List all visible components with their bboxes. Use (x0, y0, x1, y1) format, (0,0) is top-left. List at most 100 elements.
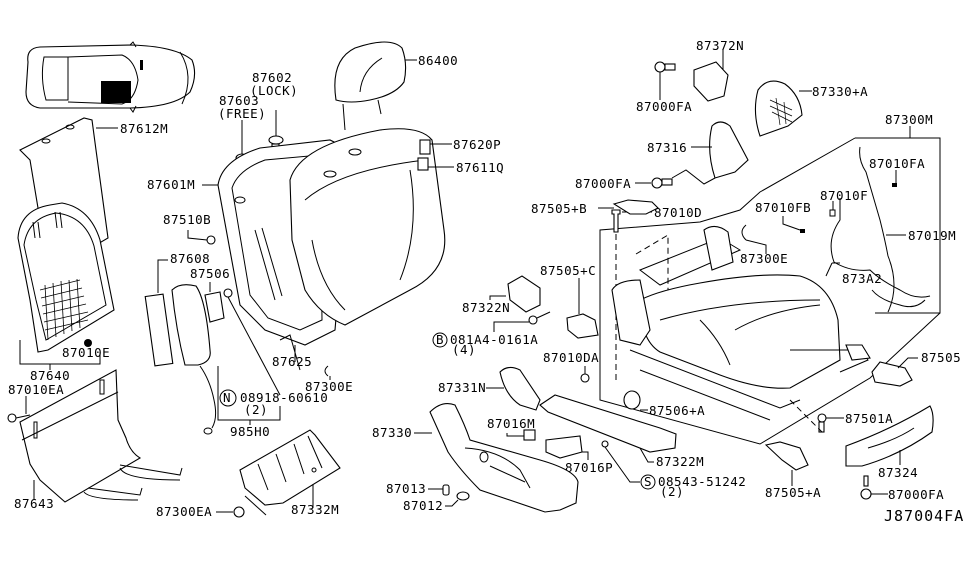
label-87330: 87330 (372, 425, 412, 440)
clip-87510B-icon (206, 235, 216, 245)
label-87643: 87643 (14, 496, 54, 511)
part-87012 (456, 491, 470, 501)
label-87322N: 87322N (462, 300, 510, 315)
clip-87010F-icon (829, 209, 836, 217)
clip-87010EA-icon (7, 413, 17, 423)
part-87640 (17, 202, 115, 353)
label-87332M: 87332M (291, 502, 339, 517)
label-87608: 87608 (170, 251, 210, 266)
bolt-081A4-icon (528, 315, 538, 325)
label-87010FB: 87010FB (755, 200, 811, 215)
part-87016M (523, 429, 536, 441)
label-87506A: 87506+A (649, 403, 705, 418)
part-87316 (709, 121, 749, 179)
label-87010F: 87010F (820, 188, 868, 203)
part-985H0-airbag (171, 284, 211, 366)
clip-87010E-icon (84, 339, 92, 347)
label-87012: 87012 (403, 498, 443, 513)
label-87505A: 87505+A (765, 485, 821, 500)
label-081A4-prefix: B (436, 332, 444, 347)
part-seatback-cushion (289, 128, 446, 326)
label-08918-60610: 08918-60610 (240, 390, 328, 405)
part-87643 (19, 369, 183, 503)
nut-symbol-icon (219, 389, 237, 407)
label-87640: 87640 (30, 368, 70, 383)
part-87322M (539, 394, 677, 453)
label-87372N: 87372N (696, 38, 744, 53)
part-87322N (507, 275, 541, 313)
label-87010EA: 87010EA (8, 382, 64, 397)
part-87372N (693, 61, 729, 102)
part-87611Q (417, 157, 429, 171)
harness-87019M (859, 146, 895, 313)
part-87505C (566, 313, 599, 339)
screw-08543-icon (601, 440, 609, 448)
clip-87300E-right-icon (741, 224, 747, 241)
label-87506: 87506 (190, 266, 230, 281)
label-081A4-qty: (4) (452, 342, 476, 357)
part-87506A (623, 390, 641, 410)
label-87316: 87316 (647, 140, 687, 155)
label-87016P: 87016P (565, 460, 613, 475)
label-87300EA: 87300EA (156, 504, 212, 519)
label-87000FA-mid: 87000FA (575, 176, 631, 191)
label-87602-note: (LOCK) (250, 83, 298, 98)
part-87010D (611, 209, 621, 233)
clip-87010DA-icon (580, 373, 590, 383)
label-87324: 87324 (878, 465, 918, 480)
part-87013 (442, 484, 450, 496)
label-86400: 86400 (418, 53, 458, 68)
label-87300E-left: 87300E (305, 379, 353, 394)
label-87501A: 87501A (845, 411, 893, 426)
label-081A4-0161A: 081A4-0161A (450, 332, 538, 347)
clip-87300EA-icon (233, 506, 245, 518)
label-87611Q: 87611Q (456, 160, 504, 175)
label-87603-note: (FREE) (218, 106, 266, 121)
part-87608 (144, 293, 174, 367)
part-87505B (612, 199, 659, 215)
label-87013: 87013 (386, 481, 426, 496)
label-08543-qty: (2) (660, 484, 684, 499)
label-87010E: 87010E (62, 345, 110, 360)
part-87330 (429, 403, 579, 513)
vehicle-locator-icon (25, 41, 196, 113)
label-873A2: 873A2 (842, 271, 882, 286)
part-87000FA-mid (651, 177, 663, 189)
nut-08918-icon (223, 288, 233, 298)
part-87620P (419, 139, 431, 155)
label-87322M: 87322M (656, 454, 704, 469)
bracket-87300M (855, 137, 941, 314)
label-87300M: 87300M (885, 112, 933, 127)
label-87010D: 87010D (654, 205, 702, 220)
seat-location-marker (101, 81, 131, 103)
label-87505: 87505 (921, 350, 961, 365)
part-86400 (334, 41, 407, 131)
label-87625: 87625 (272, 354, 312, 369)
label-87016M: 87016M (487, 416, 535, 431)
part-87016P (545, 435, 583, 459)
label-87330A: 87330+A (812, 84, 868, 99)
label-87019M: 87019M (908, 228, 956, 243)
part-87330A (754, 80, 803, 137)
label-08543-prefix: S (644, 474, 652, 489)
label-87000FA-bot: 87000FA (888, 487, 944, 502)
label-87603: 87603 (219, 93, 259, 108)
label-87505C: 87505+C (540, 263, 596, 278)
part-87505A (764, 441, 809, 471)
label-87505B: 87505+B (531, 201, 587, 216)
bolt-symbol-icon (432, 332, 448, 348)
part-87506 (204, 291, 225, 323)
label-87620P: 87620P (453, 137, 501, 152)
part-87332M (239, 429, 341, 506)
label-87300E-right: 87300E (740, 251, 788, 266)
label-87331N: 87331N (438, 380, 486, 395)
part-87000FA-bot (860, 475, 872, 500)
clip-87300E-left-icon (324, 365, 329, 377)
label-08543-51242: 08543-51242 (658, 474, 746, 489)
part-87000FA-top (654, 61, 676, 73)
part-87331N (499, 366, 541, 411)
part-seat-frame (611, 225, 871, 421)
label-87602: 87602 (252, 70, 292, 85)
